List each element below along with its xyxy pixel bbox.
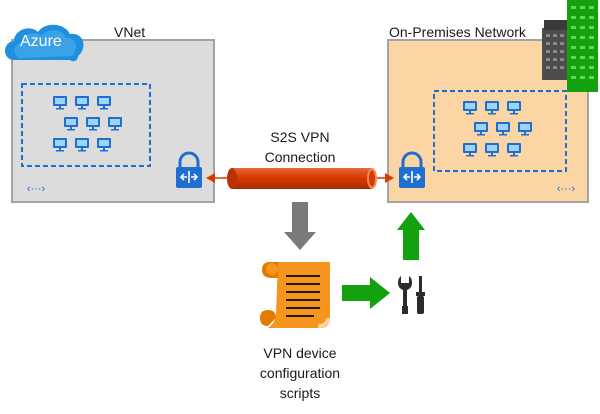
apply-arrow — [342, 277, 390, 309]
scripts-label-line1: VPN device — [263, 345, 337, 361]
office-buildings-icon — [542, 0, 598, 92]
upload-arrow — [397, 212, 425, 260]
azure-cloud-label: Azure — [20, 33, 62, 50]
vpn-gateway-lock-icon — [176, 151, 202, 188]
script-scroll-icon — [260, 262, 330, 328]
scripts-label-line2: configuration — [259, 365, 341, 381]
svg-text:‹···›: ‹···› — [27, 183, 46, 195]
connection-label-line1: S2S VPN — [270, 129, 330, 145]
vnet-label: VNet — [114, 24, 146, 40]
onprem-subnet — [433, 90, 567, 172]
cloud-icon — [5, 24, 84, 62]
vpn-tunnel-pipe — [206, 168, 394, 189]
scripts-label-line3: scripts — [279, 385, 321, 401]
vnet-dots-icon-right: ‹···› — [557, 183, 576, 195]
vnet-dots-icon: ‹···› — [27, 183, 46, 195]
svg-text:‹···›: ‹···› — [557, 183, 576, 195]
wrench-screwdriver-icon — [398, 276, 425, 314]
azure-subnet — [21, 83, 151, 167]
download-arrow — [284, 202, 316, 250]
onprem-label: On-Premises Network — [389, 24, 526, 40]
connection-label-line2: Connection — [264, 149, 336, 165]
vpn-device-lock-icon — [399, 151, 425, 188]
